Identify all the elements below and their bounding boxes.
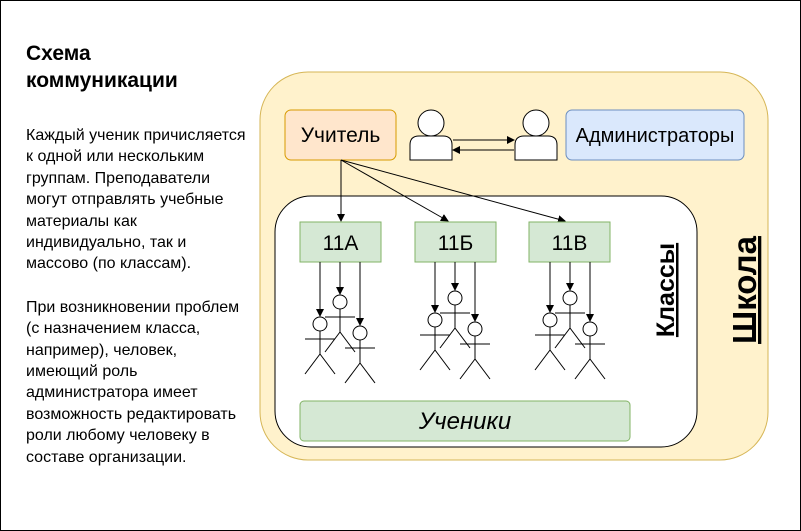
class-label-11b: 11Б	[438, 232, 474, 255]
class-label-11a: 11А	[323, 232, 359, 255]
arrow-teacher-to-11b	[340, 159, 449, 222]
description-text: Каждый ученик причисляется к одной или н…	[26, 125, 251, 490]
admins-box	[565, 109, 745, 161]
teacher-label: Учитель	[301, 124, 381, 147]
class-box-11b	[414, 221, 497, 263]
classes-label: Классы	[652, 243, 680, 337]
arrow-teacher-to-11v	[340, 159, 566, 224]
page-title: Схема коммуникации	[26, 42, 178, 92]
class-box-11a	[299, 221, 382, 263]
students-box	[299, 400, 631, 442]
admins-label: Администраторы	[576, 125, 735, 147]
class-label-11v: 11В	[552, 232, 588, 255]
description-paragraph-1: Каждый ученик причисляется к одной или н…	[26, 127, 246, 273]
class-box-11v	[528, 221, 611, 263]
description-paragraph-2: При возникновении проблем (с назначением…	[26, 298, 240, 466]
school-label: Школа	[726, 235, 763, 344]
students-label: Ученики	[418, 408, 511, 435]
